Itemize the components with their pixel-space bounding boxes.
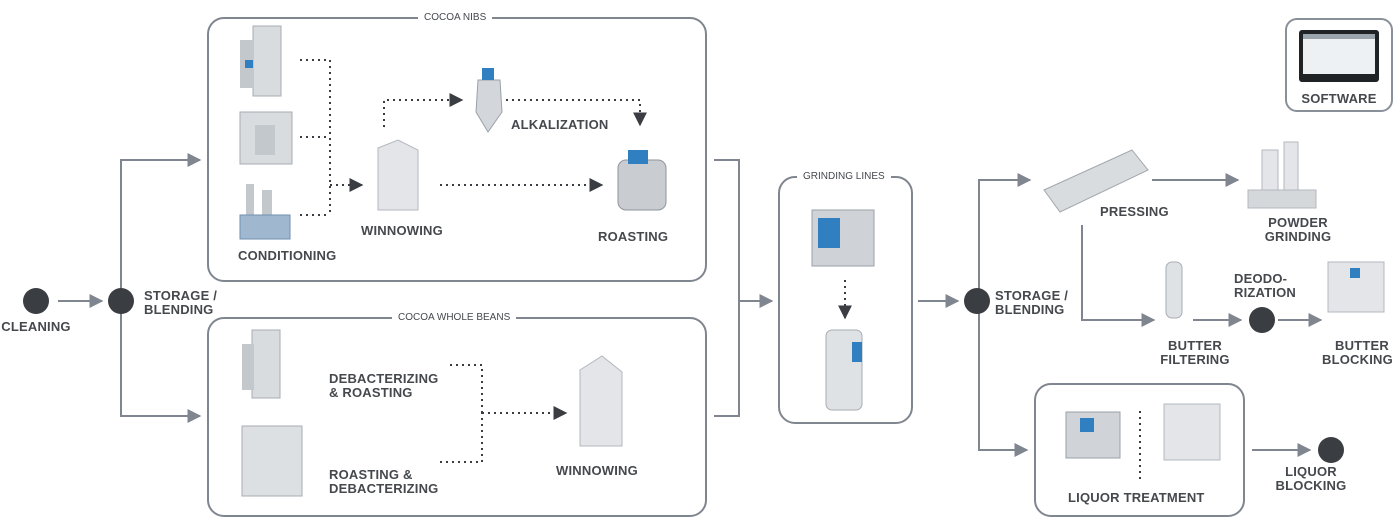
roasting-debacterizing-label-2: DEBACTERIZING [329,481,439,496]
roasting-debacterizing-machine-icon [241,425,303,497]
roasting-label: ROASTING [598,229,669,244]
butter-filtering-label-2: FILTERING [1160,352,1230,367]
cocoa-whole-beans-title: COCOA WHOLE BEANS [392,312,517,324]
winnowing-nibs-machine-icon [377,139,419,211]
butter-filtering-label-1: BUTTER [1168,338,1222,353]
liquor-blocking-label-1: LIQUOR [1285,464,1337,479]
debacterizing-roasting-label-1: DEBACTERIZING [329,371,439,386]
cleaning-node [23,288,49,314]
powder-grinding-label-2: GRINDING [1264,229,1332,244]
pressing-machine-icon [1043,149,1149,213]
liquor-treatment-machine-2-icon [1163,403,1221,461]
winnowing-nibs-label: WINNOWING [361,223,443,238]
conditioning-machine-1-icon [240,25,282,97]
alkalization-machine-icon [475,68,503,133]
deodorization-label-1: DEODO- [1234,271,1288,286]
powder-grinding-machine-icon [1247,141,1317,209]
storage-blending-node [108,288,134,314]
butter-blocking-machine-icon [1327,261,1385,313]
debacterizing-roasting-label-2: & ROASTING [329,385,413,400]
alkalization-label: ALKALIZATION [511,117,609,132]
liquor-treatment-machine-1-icon [1065,411,1121,459]
winnowing-whole-machine-icon [579,355,623,447]
liquor-blocking-label-2: BLOCKING [1275,478,1347,493]
liquor-treatment-label: LIQUOR TREATMENT [1068,490,1205,505]
storage-blending-2-label-2: BLENDING [995,302,1065,317]
conditioning-machine-3-icon [239,184,291,240]
storage-blending-label-2: BLENDING [144,302,214,317]
software-label: SOFTWARE [1301,91,1377,106]
winnowing-whole-label: WINNOWING [556,463,638,478]
grinding-mill-icon [811,209,875,267]
butter-blocking-label-2: BLOCKING [1322,352,1393,367]
debacterizing-roasting-machine-icon [242,329,281,399]
cleaning-label: CLEANING [1,319,71,334]
grinding-lines-title: GRINDING LINES [797,171,891,183]
liquor-treatment-panel [1034,383,1245,517]
storage-blending-2-node [964,288,990,314]
pressing-label: PRESSING [1100,204,1169,219]
roasting-debacterizing-label-1: ROASTING & [329,467,413,482]
powder-grinding-label-1: POWDER [1268,215,1328,230]
deodorization-label-2: RIZATION [1234,285,1297,300]
grinding-filter-icon [825,329,863,411]
storage-blending-label-1: STORAGE / [144,288,218,303]
liquor-blocking-node [1318,437,1344,463]
cocoa-nibs-title: COCOA NIBS [418,12,493,24]
butter-filtering-machine-icon [1165,261,1183,319]
storage-blending-2-label-1: STORAGE / [995,288,1069,303]
deodorization-node [1249,307,1275,333]
butter-blocking-label-1: BUTTER [1335,338,1389,353]
conditioning-label: CONDITIONING [238,248,337,263]
conditioning-machine-2-icon [239,111,293,165]
software-screen-icon [1299,30,1379,82]
software-card[interactable]: SOFTWARE [1285,18,1393,112]
roasting-machine-icon [617,150,667,211]
